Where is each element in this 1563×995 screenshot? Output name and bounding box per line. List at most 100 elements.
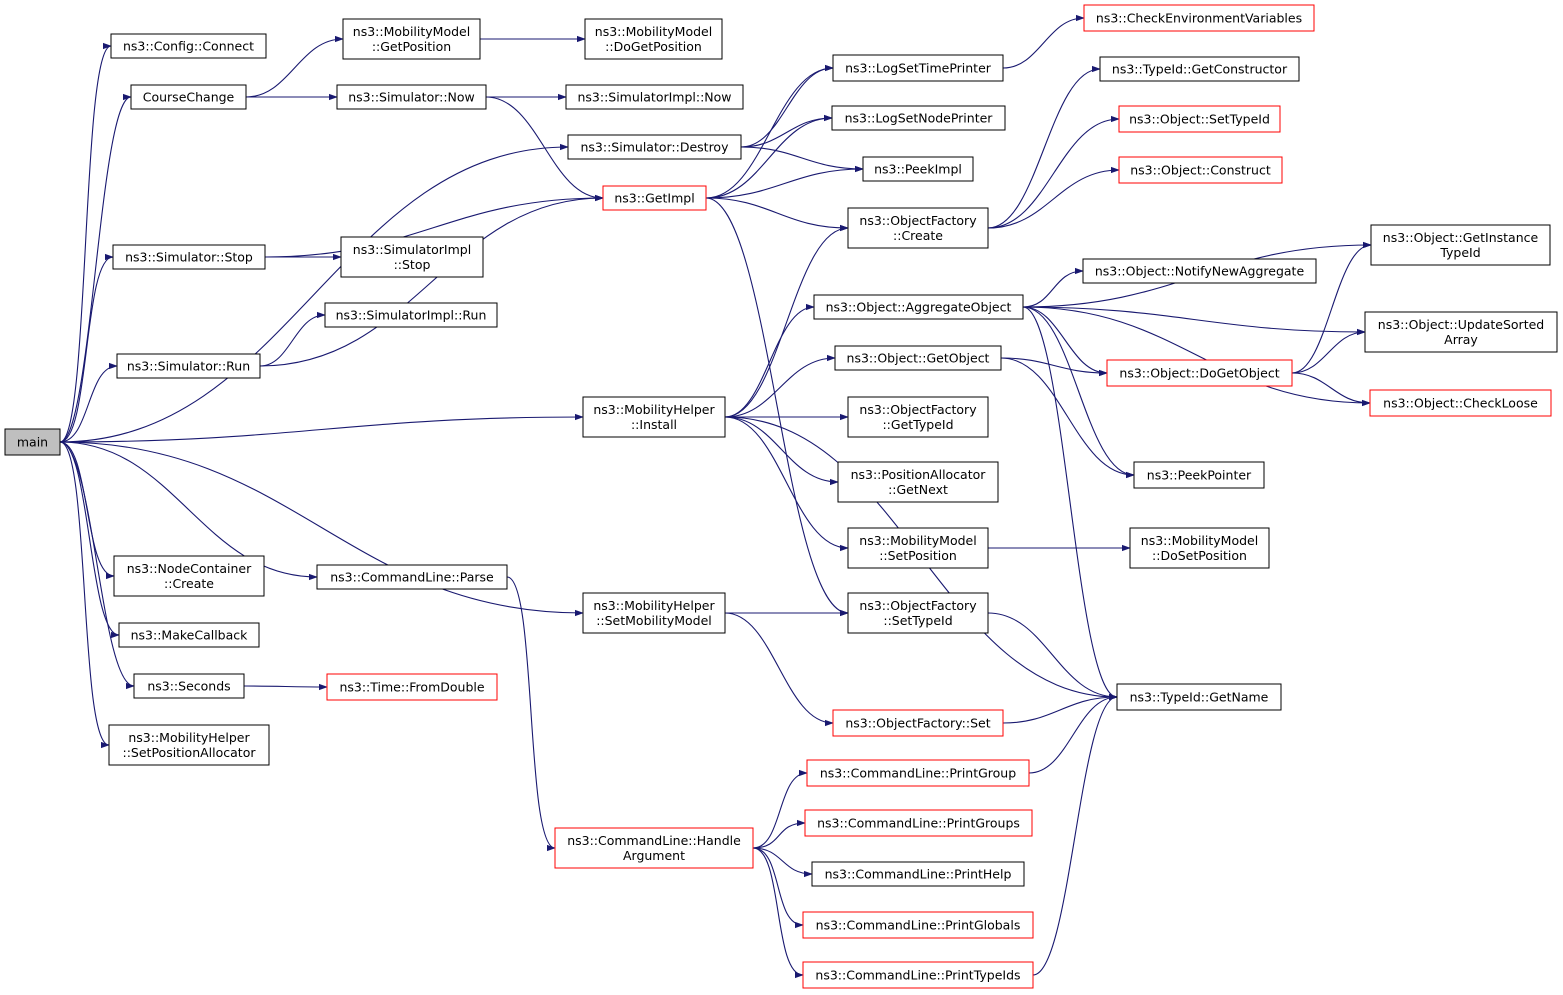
node-sim_run[interactable]: ns3::Simulator::Run — [116, 353, 261, 379]
node-obj_dogetobject[interactable]: ns3::Object::DoGetObject — [1106, 359, 1293, 387]
node-box — [113, 555, 265, 597]
node-seconds[interactable]: ns3::Seconds — [133, 673, 245, 699]
node-of_set[interactable]: ns3::ObjectFactory::Set — [832, 709, 1004, 737]
node-makecallback[interactable]: ns3::MakeCallback — [118, 622, 260, 648]
edge-main-to-coursechange — [59, 93, 132, 443]
node-cl_parse[interactable]: ns3::CommandLine::Parse — [316, 564, 508, 590]
node-sim_stop[interactable]: ns3::Simulator::Stop — [112, 244, 266, 270]
edge-line — [987, 166, 1120, 229]
edge-obj_aggregate-to-typeid_getname — [1022, 306, 1118, 701]
node-sim_now[interactable]: ns3::Simulator::Now — [336, 84, 487, 110]
node-logtime[interactable]: ns3::LogSetTimePrinter — [832, 54, 1004, 82]
edge-line — [59, 93, 132, 443]
node-cl_printgroups[interactable]: ns3::CommandLine::PrintGroups — [804, 809, 1033, 837]
node-coursechange[interactable]: CourseChange — [130, 84, 247, 110]
edge-line — [1028, 693, 1118, 774]
node-label: ns3::Object::SetTypeId — [1129, 112, 1270, 127]
node-typeid_getname[interactable]: ns3::TypeId::GetName — [1116, 683, 1282, 711]
node-of_gettypeid[interactable]: ns3::ObjectFactory::GetTypeId — [847, 396, 989, 438]
edge-cl_printtypeids-to-typeid_getname — [1032, 693, 1118, 976]
edge-line — [59, 441, 318, 581]
node-simimpl_now[interactable]: ns3::SimulatorImpl::Now — [565, 84, 744, 110]
node-label: ns3::TypeId::GetName — [1130, 690, 1269, 705]
edge-obj_dogetobject-to-obj_getinst — [1291, 241, 1372, 374]
edge-sim_destroy-to-lognode — [740, 114, 833, 148]
node-of_create[interactable]: ns3::ObjectFactory::Create — [847, 207, 989, 249]
node-obj_settypeid[interactable]: ns3::Object::SetTypeId — [1118, 105, 1281, 133]
node-box — [847, 527, 989, 569]
node-mm_getpos[interactable]: ns3::MobilityModel::GetPosition — [342, 18, 481, 60]
node-label: ns3::GetImpl — [614, 191, 694, 206]
node-label: ::SetPositionAllocator — [123, 745, 257, 760]
node-time_fromdouble[interactable]: ns3::Time::FromDouble — [326, 673, 498, 701]
node-simimpl_stop[interactable]: ns3::SimulatorImpl::Stop — [340, 236, 484, 278]
node-checkenv[interactable]: ns3::CheckEnvironmentVariables — [1083, 4, 1315, 32]
node-label: ns3::CommandLine::PrintGlobals — [816, 918, 1021, 933]
node-box — [813, 294, 1024, 320]
node-mm_dogetpos[interactable]: ns3::MobilityModel::DoGetPosition — [584, 18, 723, 60]
edge-mh_install-to-mm_setpos — [724, 416, 849, 552]
node-pa_getnext[interactable]: ns3::PositionAllocator::GetNext — [837, 461, 999, 503]
node-box — [554, 827, 754, 869]
node-peekpointer[interactable]: ns3::PeekPointer — [1133, 461, 1265, 489]
node-obj_getobject[interactable]: ns3::Object::GetObject — [834, 345, 1002, 371]
node-box — [4, 428, 61, 456]
node-box — [316, 564, 508, 590]
edge-line — [724, 303, 815, 418]
edge-line — [59, 413, 584, 443]
edge-obj_aggregate-to-peekpointer — [1022, 306, 1135, 479]
edge-line — [1022, 306, 1366, 336]
edges — [59, 14, 1372, 979]
node-box — [1106, 359, 1293, 387]
node-box — [1116, 683, 1282, 711]
node-peekimpl[interactable]: ns3::PeekImpl — [862, 156, 974, 182]
node-sim_destroy[interactable]: ns3::Simulator::Destroy — [567, 134, 742, 160]
node-box — [112, 244, 266, 270]
edge-line — [243, 683, 328, 691]
node-getimpl[interactable]: ns3::GetImpl — [602, 185, 707, 211]
node-label: ns3::PositionAllocator — [851, 467, 987, 482]
node-of_settypeid[interactable]: ns3::ObjectFactory::SetTypeId — [847, 592, 989, 634]
node-mm_setpos[interactable]: ns3::MobilityModel::SetPosition — [847, 527, 989, 569]
node-obj_aggregate[interactable]: ns3::Object::AggregateObject — [813, 294, 1024, 320]
edge-mh_install-to-obj_aggregate — [724, 303, 815, 418]
node-label: ns3::ObjectFactory::Set — [845, 716, 990, 731]
edge-line — [1022, 306, 1108, 377]
node-label: ::Install — [631, 417, 677, 432]
node-obj_construct[interactable]: ns3::Object::Construct — [1118, 156, 1283, 184]
edge-getimpl-to-logtime — [705, 64, 834, 199]
edge-line — [264, 194, 604, 258]
edge-mh_install-to-of_create — [724, 224, 849, 418]
node-mh_setmm[interactable]: ns3::MobilityHelper::SetMobilityModel — [582, 592, 726, 634]
node-mh_install[interactable]: ns3::MobilityHelper::Install — [582, 396, 726, 438]
node-box — [837, 461, 999, 503]
node-config_connect[interactable]: ns3::Config::Connect — [110, 33, 267, 59]
edge-main-to-sim_run — [59, 362, 118, 443]
node-lognode[interactable]: ns3::LogSetNodePrinter — [831, 105, 1006, 131]
node-cl_printglobals[interactable]: ns3::CommandLine::PrintGlobals — [802, 911, 1034, 939]
node-label: ns3::Simulator::Destroy — [581, 140, 730, 155]
node-box — [847, 207, 989, 249]
node-mm_dosetpos[interactable]: ns3::MobilityModel::DoSetPosition — [1129, 527, 1270, 569]
edge-mh_install-to-obj_getobject — [724, 354, 836, 418]
node-obj_checkloose[interactable]: ns3::Object::CheckLoose — [1369, 389, 1552, 417]
edge-line — [59, 253, 114, 443]
node-cl_printgroup[interactable]: ns3::CommandLine::PrintGroup — [806, 759, 1030, 787]
edge-cl_handlearg-to-cl_printtypeids — [752, 847, 804, 979]
node-cl_printhelp[interactable]: ns3::CommandLine::PrintHelp — [811, 861, 1025, 887]
node-obj_notify[interactable]: ns3::Object::NotifyNewAggregate — [1082, 258, 1317, 284]
node-label: ns3::Time::FromDouble — [339, 680, 484, 695]
node-cl_printtypeids[interactable]: ns3::CommandLine::PrintTypeIds — [802, 961, 1034, 989]
edge-sim_run-to-getimpl — [259, 194, 604, 367]
edge-main-to-makecallback — [59, 441, 120, 639]
node-nc_create[interactable]: ns3::NodeContainer::Create — [113, 555, 265, 597]
node-mh_setposalloc[interactable]: ns3::MobilityHelper::SetPositionAllocato… — [108, 724, 270, 766]
edge-line — [724, 416, 849, 552]
node-box — [567, 134, 742, 160]
node-typeid_getctor[interactable]: ns3::TypeId::GetConstructor — [1099, 56, 1300, 82]
node-simimpl_run[interactable]: ns3::SimulatorImpl::Run — [324, 302, 498, 328]
node-box — [1118, 105, 1281, 133]
